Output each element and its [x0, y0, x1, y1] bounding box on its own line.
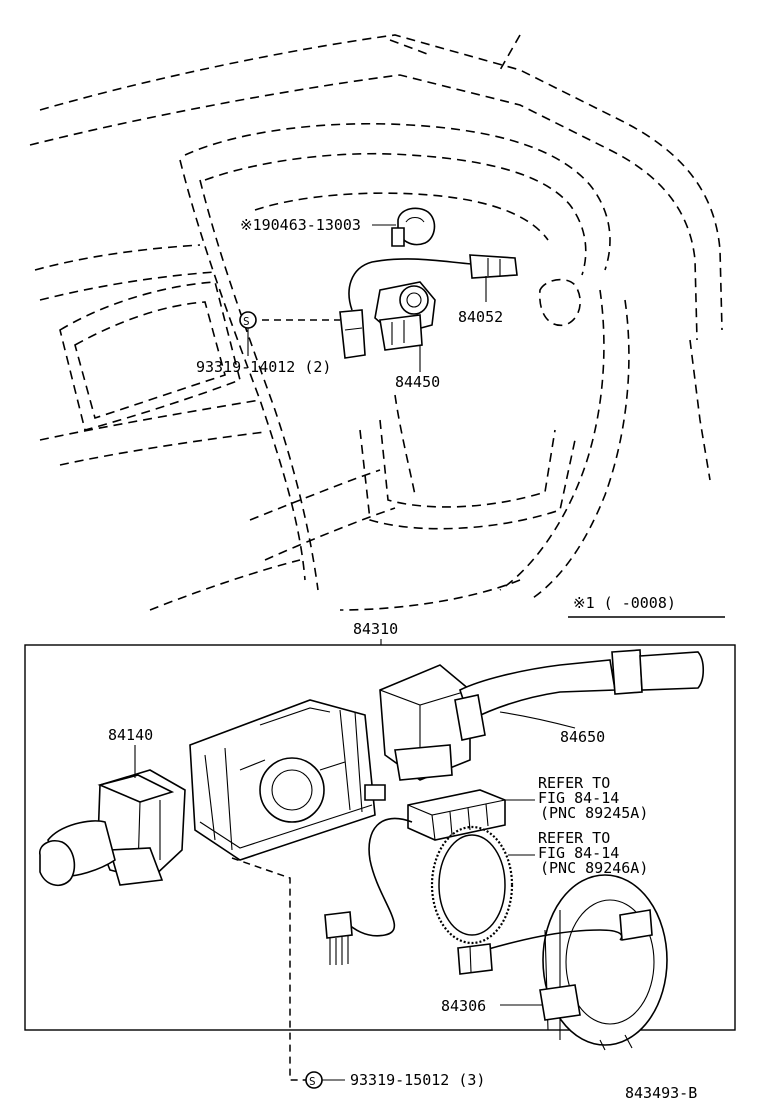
screw-symbol-top: [239, 311, 257, 329]
refer1-line2: FIG 84-14: [538, 789, 619, 807]
turn-switch-part-number: 84140: [108, 726, 153, 744]
screw-top-part-number: 93319-14012 (2): [196, 358, 331, 376]
clamp-part-number: ※190463-13003: [240, 216, 361, 234]
screw-bottom-part-number: 93319-15012 (3): [350, 1071, 485, 1089]
refer2-line1: REFER TO: [538, 829, 610, 847]
assembly-part-number: 84310: [353, 620, 398, 638]
refer1-line3: (PNC 89245A): [540, 804, 648, 822]
clamp-drawing: [391, 207, 436, 247]
rotor-ring-drawing: [430, 825, 514, 945]
refer2-line2: FIG 84-14: [538, 844, 619, 862]
sensor-harness-drawing: [339, 254, 518, 359]
figure-id: 843493-B: [625, 1084, 697, 1102]
screw-symbol-top-label: S: [243, 315, 250, 328]
sensor-part-number: 84450: [395, 373, 440, 391]
spiral-cable-part-number: 84306: [441, 997, 486, 1015]
screw-symbol-bottom-label: S: [309, 1075, 316, 1088]
turn-signal-switch-drawing: [39, 769, 186, 887]
refer2-line3: (PNC 89246A): [540, 859, 648, 877]
dashboard-outline: [29, 34, 723, 611]
switch-body-drawing: [189, 699, 386, 861]
refer1-line1: REFER TO: [538, 774, 610, 792]
steering-sensor-drawing: [374, 281, 436, 351]
spiral-cable-drawing: [457, 874, 668, 1051]
date-note: ※1 ( -0008): [573, 594, 676, 612]
wiper-switch-drawing: [379, 649, 705, 781]
connector-part-number: 84052: [458, 308, 503, 326]
wiper-switch-part-number: 84650: [560, 728, 605, 746]
assembly-frame: [24, 644, 736, 1031]
connector-block-drawing: [407, 789, 506, 841]
